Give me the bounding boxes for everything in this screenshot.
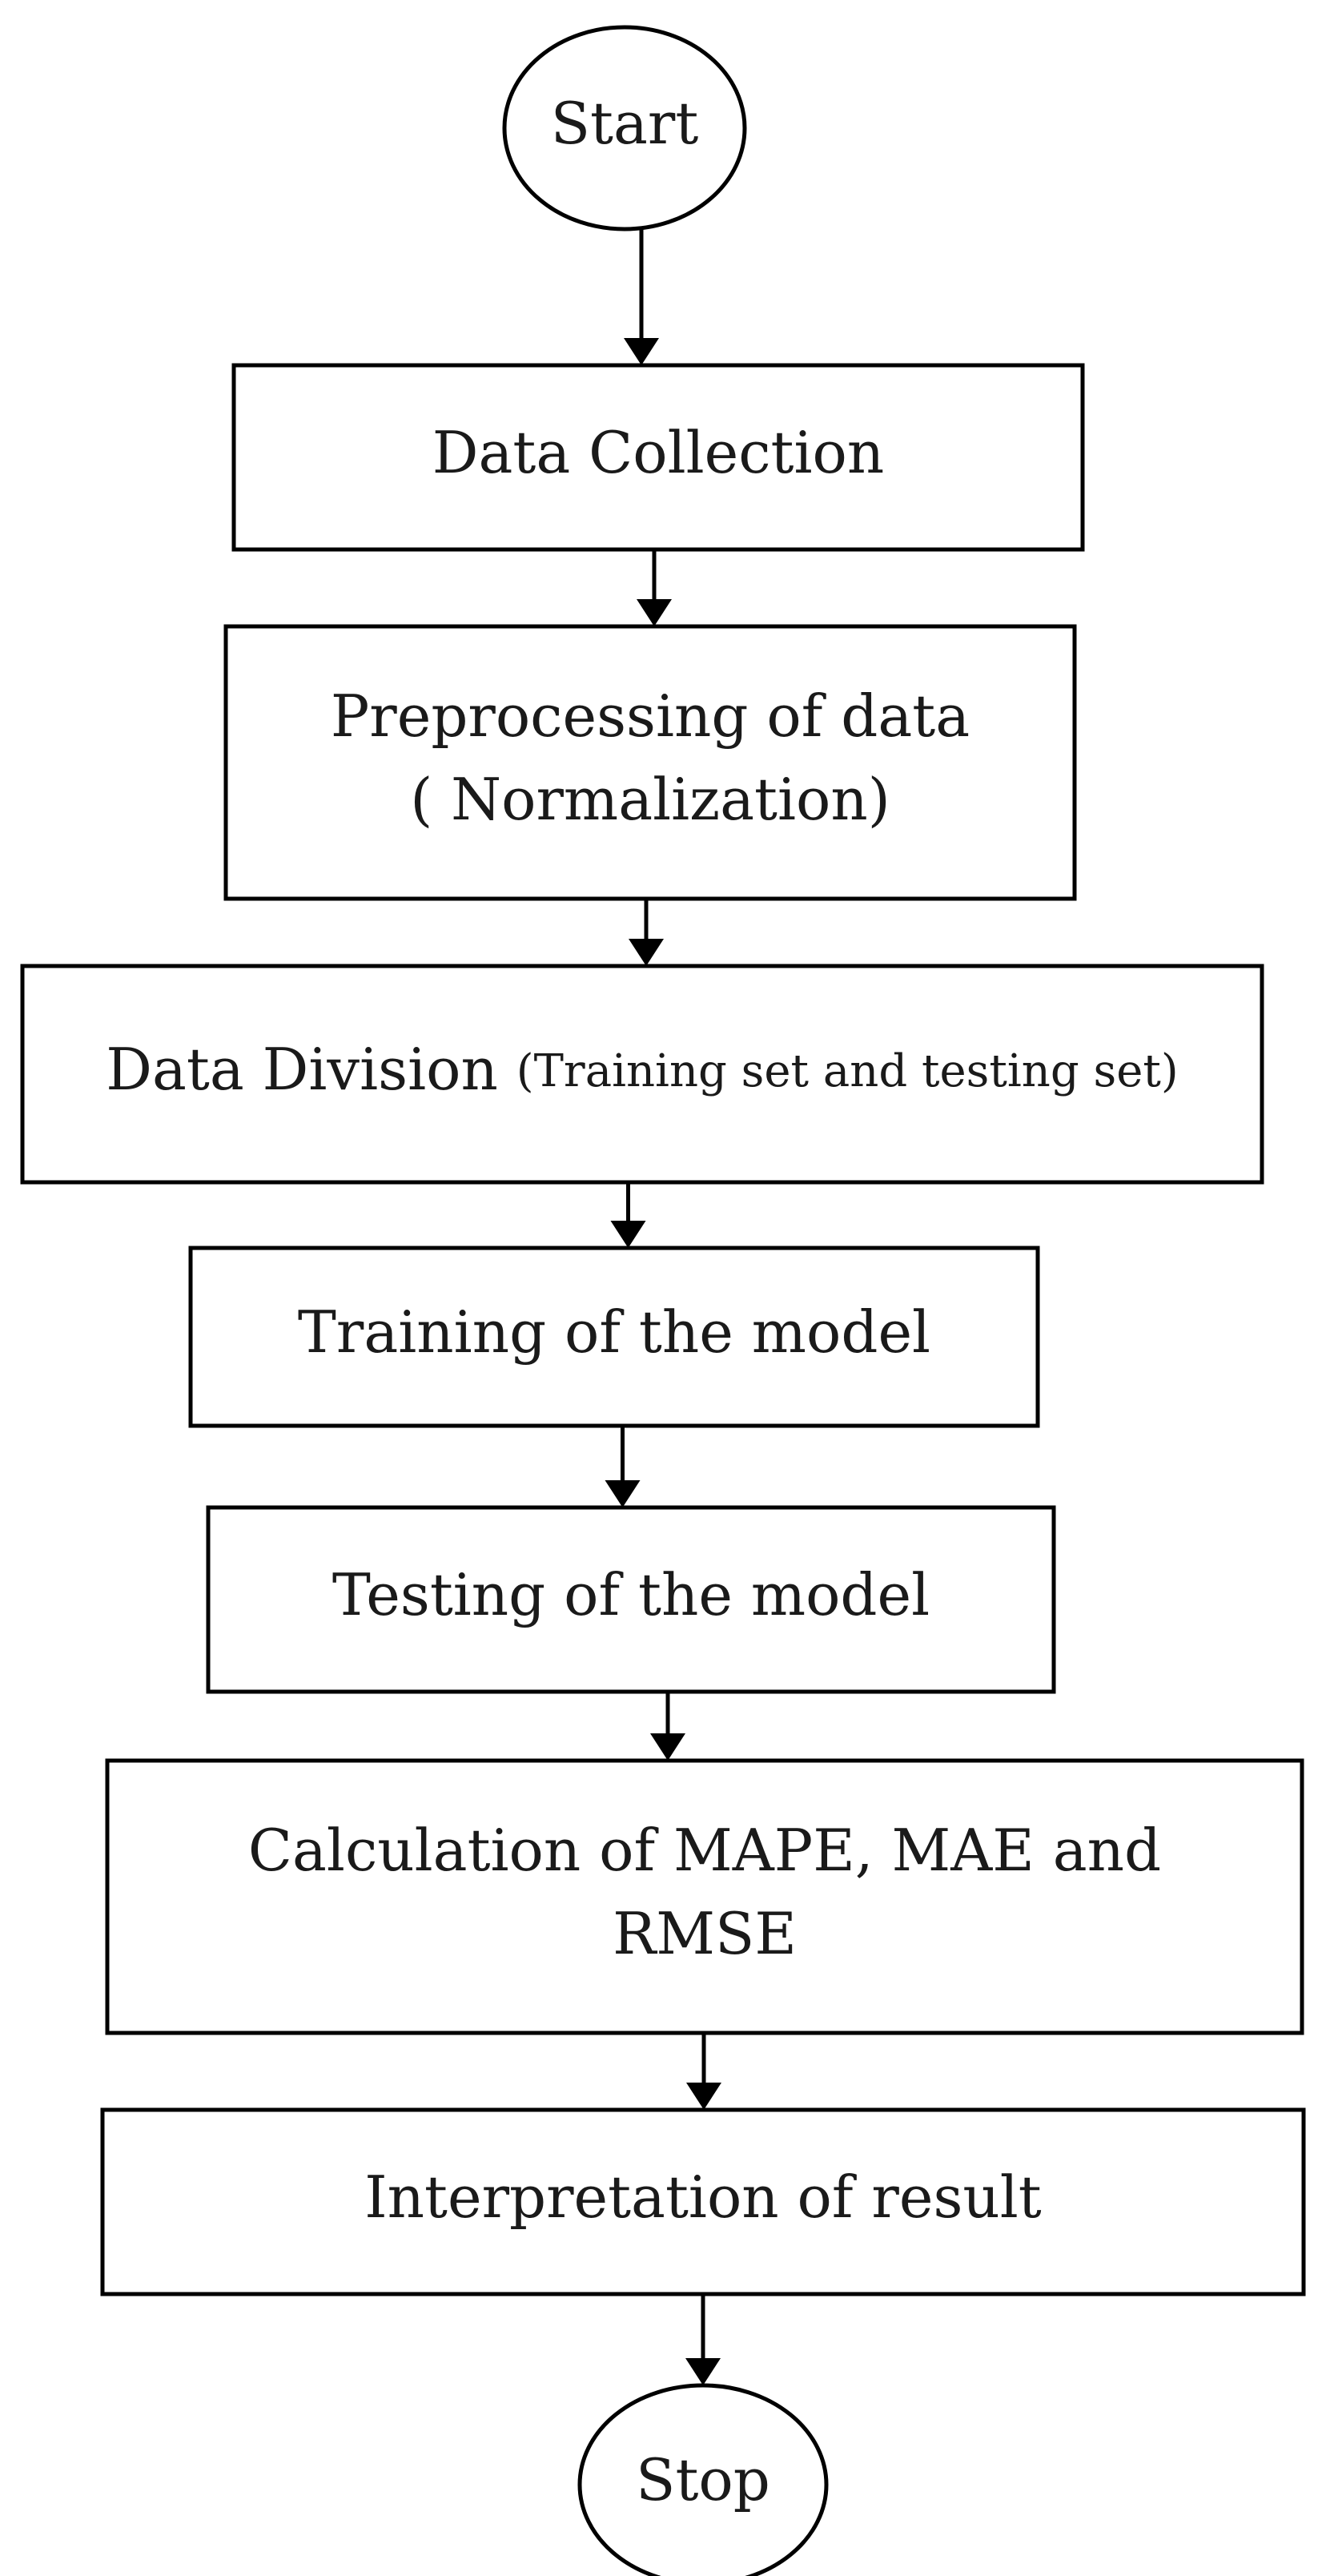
node-label-main: Data Division <box>106 1036 516 1103</box>
connector-calculation-to-interpretation <box>686 2033 721 2110</box>
arrow-down-icon <box>686 2083 721 2110</box>
arrow-down-icon <box>650 1733 685 1761</box>
process-box <box>231 363 1085 552</box>
node-data-collection: Data Collection <box>231 363 1085 552</box>
node-label: Preprocessing of data <box>331 682 970 750</box>
node-preprocessing: Preprocessing of data ( Normalization) <box>223 624 1077 901</box>
process-box <box>100 2107 1306 2296</box>
process-box <box>188 1246 1040 1428</box>
node-start: Start <box>502 25 747 231</box>
node-label: RMSE <box>613 1900 797 1967</box>
node-label-note: (Training set and testing set) <box>516 1045 1179 1097</box>
arrow-down-icon <box>637 599 672 626</box>
node-testing: Testing of the model <box>206 1505 1056 1694</box>
arrow-down-icon <box>629 939 664 966</box>
connector-training-to-testing <box>605 1426 641 1507</box>
node-label: Interpretation of result <box>364 2163 1042 2231</box>
node-label: Start <box>551 90 699 157</box>
process-box <box>105 1758 1304 2035</box>
connector-interpretation-to-stop <box>685 2294 721 2385</box>
node-label: Calculation of MAPE, MAE and <box>248 1817 1161 1884</box>
node-data-division: Data Division (Training set and testing … <box>20 964 1264 1185</box>
connector-testing-to-calculation <box>650 1692 685 1761</box>
node-training: Training of the model <box>188 1246 1040 1428</box>
flowchart-connectors <box>605 229 721 2385</box>
connector-data-collection-to-preprocessing <box>637 549 672 626</box>
node-label: Stop <box>636 2446 770 2514</box>
process-box <box>20 964 1264 1185</box>
arrow-down-icon <box>610 1221 646 1248</box>
process-box <box>223 624 1077 901</box>
connector-data-division-to-training <box>610 1182 646 1248</box>
process-box <box>206 1505 1056 1694</box>
node-label: Data Division (Training set and testing … <box>106 1036 1178 1103</box>
terminal-ellipse <box>577 2383 829 2576</box>
arrow-down-icon <box>624 338 659 365</box>
arrow-down-icon <box>685 2358 721 2385</box>
terminal-ellipse <box>502 25 747 231</box>
node-label: ( Normalization) <box>410 766 890 833</box>
node-label: Training of the model <box>298 1298 930 1366</box>
node-interpretation: Interpretation of result <box>100 2107 1306 2296</box>
node-stop: Stop <box>577 2383 829 2576</box>
arrow-down-icon <box>605 1480 641 1507</box>
connector-start-to-data-collection <box>624 229 659 365</box>
connector-preprocessing-to-data-division <box>629 899 664 966</box>
node-label: Data Collection <box>432 419 885 486</box>
node-label: Testing of the model <box>332 1561 930 1628</box>
